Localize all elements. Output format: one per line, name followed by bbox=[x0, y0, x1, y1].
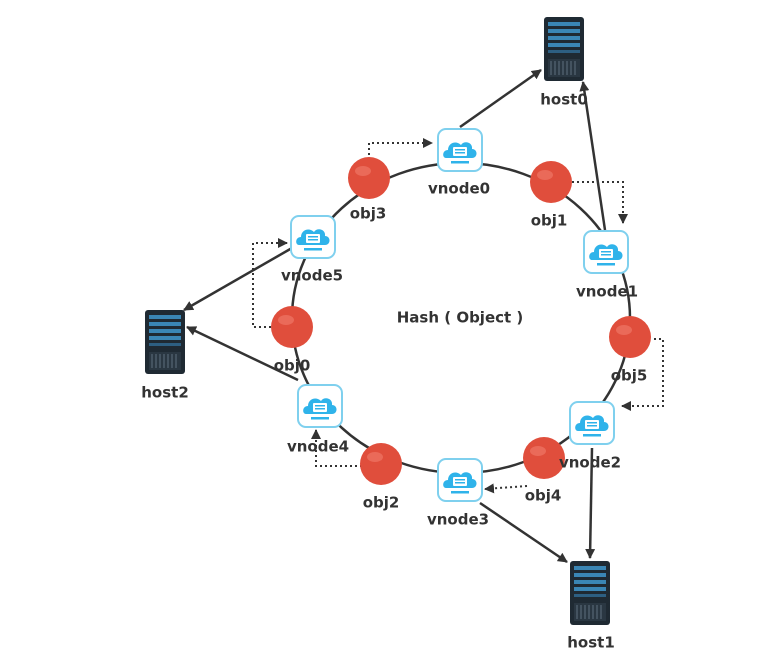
object-to-vnode-arrows bbox=[252, 138, 664, 494]
arrow-obj3-vnode0 bbox=[368, 138, 433, 160]
vnode-label: vnode3 bbox=[426, 510, 490, 529]
object-obj5 bbox=[609, 316, 651, 358]
cloud-server-icon bbox=[437, 458, 483, 502]
arrow-obj2-vnode4 bbox=[311, 429, 362, 467]
host-host0 bbox=[543, 16, 585, 82]
object-label: obj1 bbox=[530, 211, 568, 230]
object-obj3 bbox=[348, 157, 390, 199]
vnode-vnode3 bbox=[437, 458, 483, 502]
object-label: obj3 bbox=[349, 204, 387, 223]
object-shine bbox=[530, 446, 546, 456]
object-obj1 bbox=[530, 161, 572, 203]
objects bbox=[271, 157, 651, 485]
ring-title: Hash ( Object ) bbox=[396, 308, 524, 327]
vnode-label: vnode5 bbox=[280, 266, 344, 285]
server-icon bbox=[569, 560, 611, 626]
object-shine bbox=[367, 452, 383, 462]
server-icon bbox=[144, 309, 186, 375]
host-host2 bbox=[144, 309, 186, 375]
object-label: obj5 bbox=[610, 366, 648, 385]
vnode-vnode4 bbox=[297, 384, 343, 428]
arrow-vnode2-host1 bbox=[585, 447, 596, 559]
arrow-vnode1-host0 bbox=[579, 81, 607, 231]
vnode-label: vnode0 bbox=[427, 179, 491, 198]
arrow-obj5-vnode2 bbox=[621, 338, 664, 411]
object-circle bbox=[530, 161, 572, 203]
object-obj0 bbox=[271, 306, 313, 348]
vnode-vnode1 bbox=[583, 230, 629, 274]
cloud-server-icon bbox=[569, 401, 615, 445]
arrow-obj4-vnode3 bbox=[484, 483, 528, 494]
arrow-vnode3-host1 bbox=[479, 501, 568, 564]
host-label: host0 bbox=[540, 90, 588, 109]
object-circle bbox=[360, 443, 402, 485]
host-host1 bbox=[569, 560, 611, 626]
vnode-label: vnode2 bbox=[558, 453, 622, 472]
cloud-server-icon bbox=[290, 215, 336, 259]
arrow-obj1-vnode1 bbox=[572, 181, 628, 224]
object-shine bbox=[616, 325, 632, 335]
host-label: host2 bbox=[141, 383, 189, 402]
vnode-vnode0 bbox=[437, 128, 483, 172]
object-circle bbox=[609, 316, 651, 358]
arrow-vnode4-host2 bbox=[186, 325, 299, 382]
vnode-vnode2 bbox=[569, 401, 615, 445]
arrow-vnode0-host0 bbox=[459, 68, 542, 129]
arrow-obj0-vnode5 bbox=[252, 238, 288, 328]
object-circle bbox=[348, 157, 390, 199]
vnode-label: vnode1 bbox=[575, 282, 639, 301]
host-label: host1 bbox=[567, 633, 615, 652]
cloud-server-icon bbox=[297, 384, 343, 428]
vnode-label: vnode4 bbox=[286, 437, 350, 456]
server-icon bbox=[543, 16, 585, 82]
vnode-to-host-arrows bbox=[183, 68, 607, 564]
cloud-server-icon bbox=[583, 230, 629, 274]
object-obj2 bbox=[360, 443, 402, 485]
object-label: obj2 bbox=[362, 493, 400, 512]
object-obj4 bbox=[523, 437, 565, 479]
vnode-vnode5 bbox=[290, 215, 336, 259]
object-shine bbox=[355, 166, 371, 176]
object-label: obj0 bbox=[273, 356, 311, 375]
object-shine bbox=[278, 315, 294, 325]
object-shine bbox=[537, 170, 553, 180]
object-circle bbox=[271, 306, 313, 348]
arrow-vnode5-host2 bbox=[183, 246, 293, 312]
cloud-server-icon bbox=[437, 128, 483, 172]
object-label: obj4 bbox=[524, 486, 562, 505]
